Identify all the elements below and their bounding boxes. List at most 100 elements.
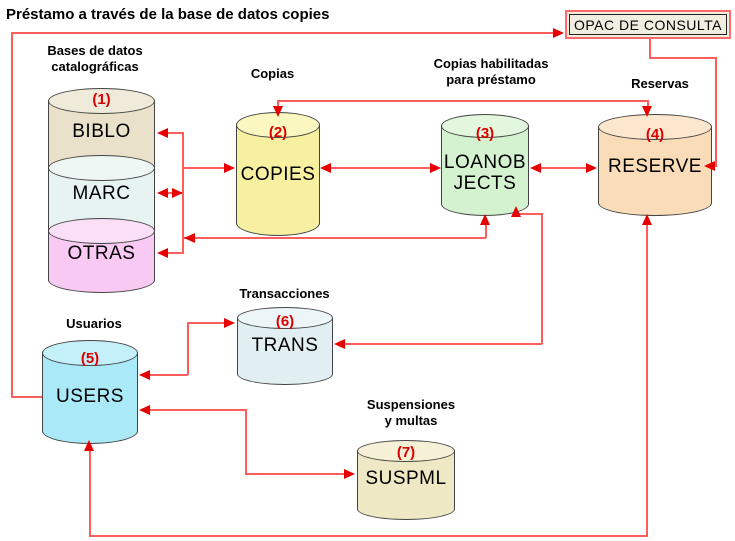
- cylinder-copies: (2) COPIES: [236, 112, 320, 236]
- cylinder-users-label: USERS: [56, 386, 124, 407]
- arrowhead-into-users-bottom: [84, 440, 94, 451]
- edge-opac-reserve-line: [649, 39, 651, 58]
- cylinder-marc-otras-divider: [48, 218, 155, 244]
- edge-users-suspml-line: [150, 409, 246, 411]
- label-susp-line1: Suspensiones: [366, 397, 456, 412]
- number-badge-1: (1): [92, 91, 111, 108]
- edge-loanobjects-reserve-line: [541, 167, 586, 169]
- arrowhead-into-trans-right: [334, 339, 345, 349]
- edge-loanobjects-junction-line: [184, 237, 486, 239]
- cylinder-marc-label: MARC: [72, 183, 131, 204]
- number-badge-6: (6): [275, 313, 295, 330]
- cylinder-users: (5) USERS: [42, 340, 138, 444]
- label-loan-line1: Copias habilitadas: [433, 56, 549, 71]
- label-catalog-line1: Bases de datos: [47, 43, 143, 58]
- edge-copies-reserve-line: [647, 100, 649, 108]
- cylinder-loanobjects-label-line1: LOANOB: [443, 152, 527, 173]
- arrowhead-into-users-right-lower: [139, 405, 150, 415]
- cylinder-users-top: [42, 340, 138, 366]
- cylinder-copies-label: COPIES: [240, 164, 316, 185]
- edge-reserve-users-line: [646, 225, 648, 536]
- edge-trans-users-line: [188, 322, 224, 324]
- number-badge-2: (2): [268, 124, 288, 141]
- cylinder-trans-label: TRANS: [251, 335, 319, 356]
- arrowhead-into-suspml: [344, 469, 355, 479]
- edge-copies-reserve-line: [277, 100, 279, 108]
- edge-junction-biblo-line: [168, 132, 183, 134]
- arrowhead-marc-to-junction: [172, 188, 183, 198]
- cylinder-loanobjects-top: [441, 114, 529, 138]
- cylinder-otras-label: OTRAS: [67, 243, 136, 264]
- edge-loanobjects-trans-line: [345, 343, 542, 345]
- cylinder-copies-body: [236, 125, 320, 223]
- cylinder-reserve-top: [598, 114, 712, 140]
- label-susp-line2: y multas: [384, 413, 438, 428]
- edge-loanobjects-junction-line: [485, 225, 487, 238]
- arrowhead-into-biblo: [157, 128, 168, 138]
- opac-consulta-box: OPAC DE CONSULTA: [565, 10, 731, 39]
- edge-copies-reserve-line: [277, 100, 648, 102]
- label-suspensiones: Suspensiones y multas: [350, 397, 472, 429]
- cylinder-users-body: [42, 353, 138, 431]
- page-title: Préstamo a través de la base de datos co…: [6, 6, 330, 23]
- edge-loanobjects-trans-line: [541, 213, 543, 344]
- label-usuarios: Usuarios: [66, 316, 122, 331]
- arrowhead-into-reserve-right: [704, 161, 715, 171]
- edge-catalog-junction-line: [182, 132, 184, 254]
- arrowhead-into-copies-top: [273, 106, 283, 117]
- edge-users-suspml-line: [245, 409, 247, 474]
- opac-consulta-label: OPAC DE CONSULTA: [569, 14, 727, 35]
- edge-reserve-users-line: [89, 451, 91, 536]
- label-reservas: Reservas: [631, 76, 689, 91]
- edge-users-suspml-line: [245, 473, 344, 475]
- arrowhead-into-loanobjects-left: [430, 163, 441, 173]
- cylinder-biblo-label: BIBLO: [72, 121, 131, 142]
- arrowhead-into-loanobjects-bottom: [480, 214, 490, 225]
- edge-opac-reserve-line: [649, 57, 717, 59]
- cylinder-catalog-stack: (1) BIBLO MARC OTRAS: [48, 88, 155, 293]
- cylinder-reserve: (4) RESERVE: [598, 114, 712, 216]
- arrowhead-into-catalog-junction: [184, 233, 195, 243]
- edge-trans-users-line: [150, 374, 188, 376]
- cylinder-suspml-top: [357, 440, 455, 462]
- cylinder-suspml: (7) SUSPML: [357, 440, 455, 520]
- label-catalog-line2: catalográficas: [51, 59, 139, 74]
- cylinder-loanobjects: (3) LOANOB JECTS: [441, 114, 529, 216]
- arrowhead-into-otras: [157, 248, 168, 258]
- cylinder-trans-top: [237, 307, 333, 329]
- edge-copies-loanobjects-line: [331, 167, 430, 169]
- cylinder-suspml-label: SUSPML: [365, 468, 447, 489]
- label-copias-habilitadas: Copias habilitadas para préstamo: [408, 56, 574, 88]
- edge-users-opac-line: [11, 396, 44, 398]
- cylinder-loanobjects-body: [441, 126, 529, 204]
- cylinder-biblo-top: [48, 88, 155, 114]
- edge-users-opac-line: [11, 32, 554, 34]
- edge-opac-reserve-line: [715, 57, 717, 167]
- arrowhead-into-marc: [157, 188, 168, 198]
- arrowhead-into-copies-right: [320, 163, 331, 173]
- label-loan-line2: para préstamo: [446, 72, 536, 87]
- label-catalog-databases: Bases de datos catalográficas: [28, 43, 162, 75]
- edge-junction-copies-line: [182, 167, 224, 169]
- number-badge-7: (7): [396, 444, 416, 461]
- edge-loanobjects-trans-line: [516, 213, 543, 215]
- edge-users-opac-line: [11, 32, 13, 397]
- arrowhead-into-opac: [553, 28, 564, 38]
- arrowhead-into-users-right-upper: [139, 370, 150, 380]
- cylinder-loanobjects-label-line2: JECTS: [453, 173, 517, 194]
- cylinder-reserve-label: RESERVE: [608, 156, 702, 177]
- arrowhead-into-reserve-top: [642, 106, 652, 117]
- cylinder-biblo-marc-divider: [48, 155, 155, 181]
- arrowhead-into-trans-left: [224, 318, 235, 328]
- number-badge-3: (3): [475, 125, 495, 142]
- number-badge-5: (5): [80, 350, 100, 367]
- arrowhead-into-loanobjects-right: [530, 163, 541, 173]
- arrowhead-into-reserve-bottom: [642, 214, 652, 225]
- edge-reserve-users-line: [89, 535, 648, 537]
- label-copias: Copias: [250, 66, 295, 81]
- label-transacciones: Transacciones: [239, 286, 330, 301]
- arrowhead-into-reserve-left: [586, 163, 597, 173]
- edge-trans-users-line: [187, 322, 189, 375]
- cylinder-loanobjects-label: LOANOB JECTS: [441, 152, 529, 194]
